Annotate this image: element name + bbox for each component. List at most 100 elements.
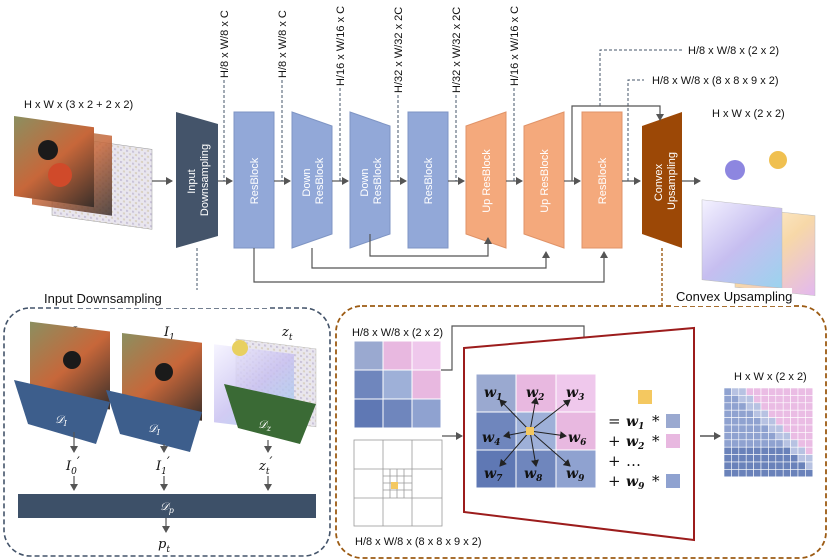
upsampled-cell (768, 439, 777, 448)
upsampled-cell (775, 387, 784, 396)
convex-upsampling-block: Convex Upsampling (642, 112, 682, 248)
w3-label: w3 (566, 385, 584, 403)
encoder-output-arrows (70, 432, 272, 533)
upsampled-cell (775, 395, 784, 404)
upsampled-cell (723, 446, 732, 455)
upsampled-cell (797, 454, 806, 463)
upsampled-cell (782, 446, 791, 455)
upsampled-cell (738, 439, 747, 448)
upsampled-cell (775, 446, 784, 455)
upsampled-cell (790, 417, 799, 426)
upsampled-cell (745, 424, 754, 433)
encoder-z-label: 𝒟z (258, 418, 272, 433)
upsampled-cell (760, 454, 769, 463)
svg-text:Up ResBlock: Up ResBlock (481, 149, 493, 213)
encoder-z (224, 384, 316, 444)
svg-text:+: + (608, 432, 621, 450)
upsampled-cell (790, 395, 799, 404)
stage-dim-6: H/16 x W/16 x C (509, 6, 521, 86)
upsampled-cell (745, 454, 754, 463)
upsampled-cell (760, 461, 769, 470)
upsampled-cell (731, 461, 740, 470)
upsampled-cell (738, 461, 747, 470)
up-resblock-2: Up ResBlock (523, 111, 565, 249)
svg-text:…: … (626, 452, 641, 470)
upsampled-cell (775, 439, 784, 448)
upsampled-cell (723, 409, 732, 418)
predictor-bar (18, 494, 316, 518)
upsampled-cell (768, 461, 777, 470)
upsampled-cell (753, 461, 762, 470)
upsampled-cell (790, 454, 799, 463)
down-resblock-2: Down ResBlock (349, 111, 391, 249)
upsampled-cell (760, 409, 769, 418)
upsampled-cell (738, 432, 747, 441)
svg-text:+: + (608, 472, 621, 490)
svg-text:ResBlock: ResBlock (597, 157, 609, 204)
svg-text:Up ResBlock: Up ResBlock (539, 149, 551, 213)
svg-text:w2: w2 (626, 434, 644, 452)
svg-text:w1: w1 (626, 414, 644, 432)
upsampled-cell (805, 461, 814, 470)
upsampled-cell (760, 387, 769, 396)
svg-text:Down ResBlock: Down ResBlock (359, 157, 384, 204)
upsampled-cell (745, 432, 754, 441)
upsampled-cell (790, 446, 799, 455)
upsampled-cell (745, 409, 754, 418)
encoder-i-1-label: 𝒟I (55, 413, 68, 428)
upsampled-cell (753, 409, 762, 418)
up-resblock-1: Up ResBlock (465, 111, 507, 249)
upsampled-cell (782, 387, 791, 396)
upsampled-cell (782, 424, 791, 433)
upsampled-cell (753, 446, 762, 455)
upsampled-cell (797, 469, 806, 478)
upsampled-cell (753, 439, 762, 448)
predictor-label: 𝒟p (160, 500, 174, 515)
upsampled-cell (723, 424, 732, 433)
left-panel-title: Input Downsampling (44, 291, 162, 306)
upsampled-cell (745, 439, 754, 448)
skip-connections (253, 234, 608, 283)
upsampled-cell (738, 395, 747, 404)
right-panel-title: Convex Upsampling (676, 289, 792, 304)
upsampled-cell (738, 469, 747, 478)
w7-label: w7 (484, 466, 503, 484)
stage-dim-3: H/16 x W/16 x C (335, 6, 347, 86)
upsampled-cell (723, 402, 732, 411)
upsampled-cell (782, 469, 791, 478)
upsampled-cell (797, 402, 806, 411)
upsampled-cell (738, 417, 747, 426)
upsampled-cell (768, 446, 777, 455)
w1-label: w1 (484, 385, 502, 403)
zt-label: zt (281, 325, 293, 343)
upsampled-cell (805, 439, 814, 448)
upsampled-cell (768, 454, 777, 463)
upsampled-cell (723, 454, 732, 463)
upsampled-cell (790, 424, 799, 433)
encoder-i-1 (14, 380, 110, 444)
upsampled-cell (731, 454, 740, 463)
flow-dims-label: H/8 x W/8 x (2 x 2) (688, 45, 779, 57)
upsampled-cell (760, 446, 769, 455)
svg-text:+: + (608, 452, 621, 470)
upsampled-cell (782, 402, 791, 411)
upsampled-cell (738, 402, 747, 411)
upsampled-cell (723, 387, 732, 396)
svg-text:Input Downsampling: Input Downsampling (186, 144, 211, 216)
upsampled-cell (745, 387, 754, 396)
upsampled-cell (731, 439, 740, 448)
upsampled-cell (753, 454, 762, 463)
resblock-2: ResBlock (407, 111, 449, 249)
upsampled-cell (731, 395, 740, 404)
flow-to-unit-arrow (441, 325, 588, 371)
upsampled-cell (731, 446, 740, 455)
upsampled-cell (723, 461, 732, 470)
svg-text:w9: w9 (626, 474, 645, 492)
upsampled-cell (797, 461, 806, 470)
upsampled-flow-grid (723, 387, 814, 478)
upsampled-cell (790, 461, 799, 470)
output-pixel-swatch (638, 390, 652, 404)
upsampled-cell (745, 402, 754, 411)
mask-dims-label: H/8 x W/8 x (8 x 8 x 9 x 2) (652, 75, 779, 87)
